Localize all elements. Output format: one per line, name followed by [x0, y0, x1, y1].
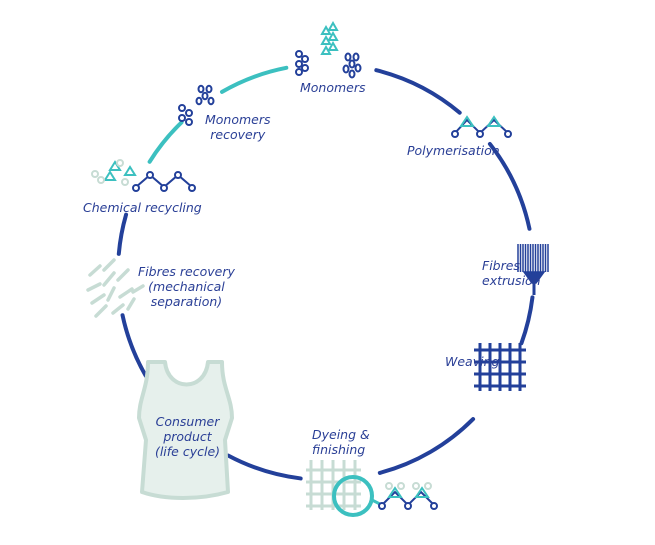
cycle-arc-segment	[487, 141, 532, 231]
cycle-arc-segment	[147, 120, 184, 164]
label-dyeing: Dyeing & finishing	[312, 427, 370, 457]
chain-break-icon	[91, 159, 196, 192]
cycle-arc-segment	[226, 453, 303, 481]
tank-top-icon	[137, 360, 234, 500]
cycle-arc-segment	[220, 65, 289, 94]
label-line: Dyeing &	[312, 427, 370, 442]
label-line: extrusion	[482, 273, 541, 288]
cycle-arc-segment	[116, 212, 129, 256]
label-line: finishing	[312, 442, 366, 457]
cycle-arc-segment	[374, 68, 462, 115]
label-line: product	[163, 429, 212, 444]
fibres-icon	[86, 258, 145, 318]
label-fibres-extrusion: Fibres extrusion	[482, 258, 541, 288]
label-line: (mechanical	[148, 279, 225, 294]
cycle-arc-segment	[377, 417, 476, 475]
label-monomers: Monomers	[300, 80, 366, 95]
cycle-arc-segment	[519, 295, 535, 346]
label-line: recovery	[210, 127, 266, 142]
woven-grid-icon	[474, 343, 526, 391]
label-line: Monomers	[205, 112, 271, 127]
spinneret-icon	[517, 244, 549, 295]
polymer-chain-icon	[451, 115, 512, 138]
monomers-small-icon	[178, 84, 215, 126]
label-line: Consumer	[155, 414, 220, 429]
label-chemical-recycling: Chemical recycling	[83, 200, 202, 215]
cycle-arcs	[116, 65, 535, 481]
magnifier-fabric-icon	[306, 460, 438, 517]
label-line: (life cycle)	[154, 444, 221, 459]
label-line: Fibres	[482, 258, 520, 273]
monomers-icon	[295, 20, 362, 79]
label-polymerisation: Polymerisation	[407, 143, 500, 158]
label-weaving: Weaving	[445, 354, 500, 369]
label-line: Fibres recovery	[138, 264, 235, 279]
label-monomers-recovery: Monomers recovery	[205, 112, 271, 142]
label-line: separation)	[150, 294, 223, 309]
cycle-arc-segment	[120, 313, 148, 378]
label-fibres-recovery: Fibres recovery (mechanical separation)	[138, 264, 235, 309]
label-consumer: Consumer product (life cycle)	[150, 414, 225, 459]
